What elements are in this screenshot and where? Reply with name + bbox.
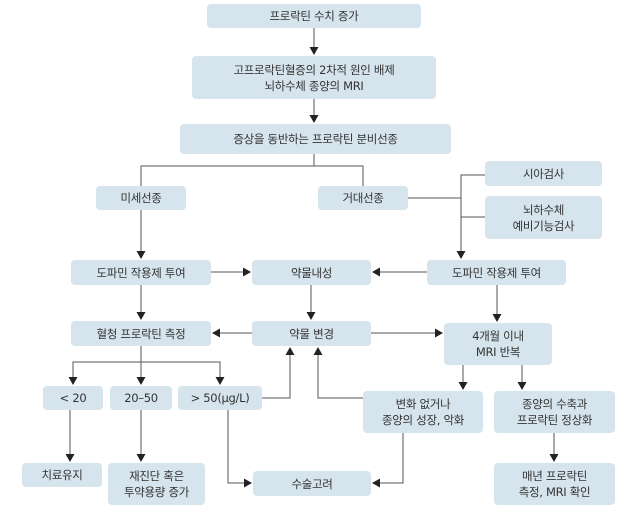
node-label: 프로락틴 수치 증가 — [269, 9, 359, 23]
arrowhead-icon — [244, 478, 252, 488]
node-no-change-growth: 변화 없거나 종양의 성장, 악화 — [363, 391, 483, 433]
arrowhead-icon — [492, 314, 502, 322]
connector-tests-trunk — [460, 174, 485, 252]
node-label: 종양의 수축과 프로락틴 정상화 — [516, 397, 593, 427]
node-dopamine-agonist-right: 도파민 작용제 투여 — [427, 260, 566, 285]
node-label: 도파민 작용제 투여 — [96, 265, 186, 280]
arrowhead-icon — [68, 377, 78, 385]
arrowhead-icon — [306, 312, 316, 320]
node-consider-surgery: 수술고려 — [253, 471, 371, 496]
node-label: 수술고려 — [291, 476, 333, 491]
node-label: 변화 없거나 종양의 성장, 악화 — [381, 397, 465, 427]
arrowhead-icon — [309, 47, 319, 55]
node-label: > 50(µg/L) — [190, 391, 250, 405]
node-maintain-treatment: 치료유지 — [22, 463, 102, 487]
node-label: 증상을 동반하는 프로락틴 분비선종 — [233, 132, 398, 146]
arrowhead-icon — [136, 377, 146, 385]
node-gt50: > 50(µg/L) — [178, 386, 262, 410]
node-label: 4개월 이내 MRI 반복 — [472, 329, 524, 359]
arrowhead-icon — [372, 267, 380, 277]
node-label: 치료유지 — [41, 468, 83, 482]
node-label: 뇌하수체 예비기능검사 — [512, 202, 575, 233]
node-label: 약물내성 — [290, 265, 333, 280]
arrowhead-icon — [285, 347, 295, 355]
node-label: 거대선종 — [342, 191, 384, 205]
node-label: 고프로락틴혈증의 2차적 원인 배제 뇌하수체 종양의 MRI — [233, 62, 395, 93]
connector-gt50-surgery — [227, 410, 245, 484]
node-microadenoma: 미세선종 — [96, 186, 186, 210]
arrowhead-icon — [313, 347, 323, 355]
node-label: 매년 프로락틴 측정, MRI 확인 — [518, 469, 591, 499]
node-label: 혈청 프로락틴 측정 — [96, 326, 186, 341]
connector-nochange-change — [317, 355, 363, 399]
node-change-drug: 약물 변경 — [252, 321, 371, 346]
node-range20-50: 20–50 — [110, 386, 172, 410]
arrowhead-icon — [65, 454, 75, 462]
node-label: 도파민 작용제 투여 — [452, 265, 541, 280]
node-drug-resistance: 약물내성 — [252, 260, 371, 285]
node-annual-check: 매년 프로락틴 측정, MRI 확인 — [494, 463, 615, 505]
connector-ranges — [72, 361, 221, 378]
node-visual-field-test: 시아검사 — [485, 161, 602, 186]
node-prolactin-increase: 프로락틴 수치 증가 — [207, 4, 421, 28]
arrowhead-icon — [309, 115, 319, 123]
connector-split — [140, 165, 364, 186]
node-label: 시아검사 — [522, 166, 565, 181]
arrowhead-icon — [215, 377, 225, 385]
node-label: 미세선종 — [120, 191, 162, 205]
arrowhead-icon — [458, 382, 468, 390]
arrowhead-icon — [212, 328, 220, 338]
node-dopamine-agonist-left: 도파민 작용제 투여 — [71, 260, 211, 285]
node-macroadenoma: 거대선종 — [318, 186, 408, 210]
node-lt20: < 20 — [43, 386, 103, 410]
arrowhead-icon — [549, 454, 559, 462]
arrowhead-icon — [517, 382, 527, 390]
connector-nochange-surgery — [380, 433, 404, 484]
node-shrink-normal: 종양의 수축과 프로락틴 정상화 — [494, 391, 615, 433]
node-rediagnose: 재진단 혹은 투약용량 증가 — [108, 463, 205, 505]
arrowhead-icon — [456, 251, 466, 259]
node-label: 20–50 — [124, 391, 158, 405]
node-repeat-mri: 4개월 이내 MRI 반복 — [444, 323, 552, 365]
arrowhead-icon — [243, 267, 251, 277]
node-label: 재진단 혹은 투약용량 증가 — [123, 469, 190, 499]
arrowhead-icon — [136, 312, 146, 320]
node-label: 약물 변경 — [289, 326, 334, 341]
node-label: < 20 — [59, 391, 87, 405]
arrowhead-icon — [136, 454, 146, 462]
node-pituitary-reserve-test: 뇌하수체 예비기능검사 — [485, 196, 602, 239]
node-exclude-secondary: 고프로락틴혈증의 2차적 원인 배제 뇌하수체 종양의 MRI — [192, 56, 436, 99]
node-symptomatic-adenoma: 증상을 동반하는 프로락틴 분비선종 — [180, 124, 451, 154]
connector-gt50-change — [262, 355, 291, 399]
arrowhead-icon — [136, 251, 146, 259]
node-serum-prolactin: 혈청 프로락틴 측정 — [71, 321, 211, 346]
arrowhead-icon — [372, 478, 380, 488]
arrowhead-icon — [435, 328, 443, 338]
